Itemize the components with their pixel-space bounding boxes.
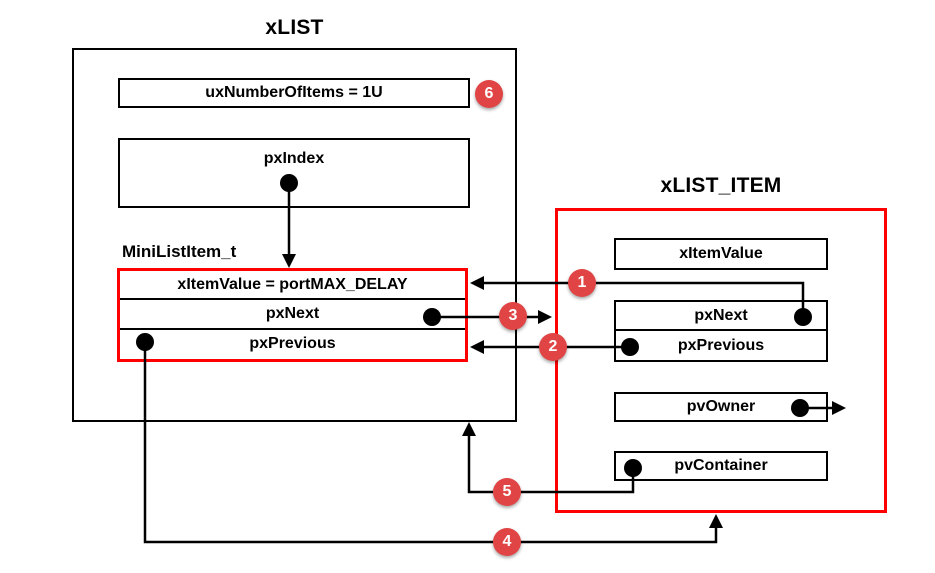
badge-1: 1 <box>568 269 596 297</box>
xlistitem-row-pxprevious: pxPrevious <box>614 329 828 362</box>
minilistitem-row-pxnext: pxNext <box>120 300 465 330</box>
xlist-item-title: xLIST_ITEM <box>660 174 782 197</box>
badge-2: 2 <box>539 333 567 361</box>
badge-4: 4 <box>493 528 521 556</box>
xlistitem-row-pvowner: pvOwner <box>614 392 828 422</box>
xlist-title: xLIST <box>265 16 324 39</box>
badge-5: 5 <box>493 478 521 506</box>
xlistitem-row-xitemvalue: xItemValue <box>614 238 828 270</box>
minilistitem-label: MiniListItem_t <box>122 242 237 261</box>
badge-3: 3 <box>499 302 527 330</box>
minilistitem-row-xitemvalue: xItemValue = portMAX_DELAY <box>120 271 465 300</box>
field-pxindex: pxIndex <box>118 138 470 208</box>
minilistitem-row-pxprevious: pxPrevious <box>120 330 465 357</box>
badge-6: 6 <box>475 80 503 108</box>
field-pxindex-label: pxIndex <box>263 150 325 167</box>
field-uxnumberofitems: uxNumberOfItems = 1U <box>118 78 470 108</box>
xlistitem-row-pvcontainer: pvContainer <box>614 451 828 481</box>
xlistitem-row-pxnext: pxNext <box>614 300 828 331</box>
minilistitem-table: xItemValue = portMAX_DELAY pxNext pxPrev… <box>117 268 468 362</box>
